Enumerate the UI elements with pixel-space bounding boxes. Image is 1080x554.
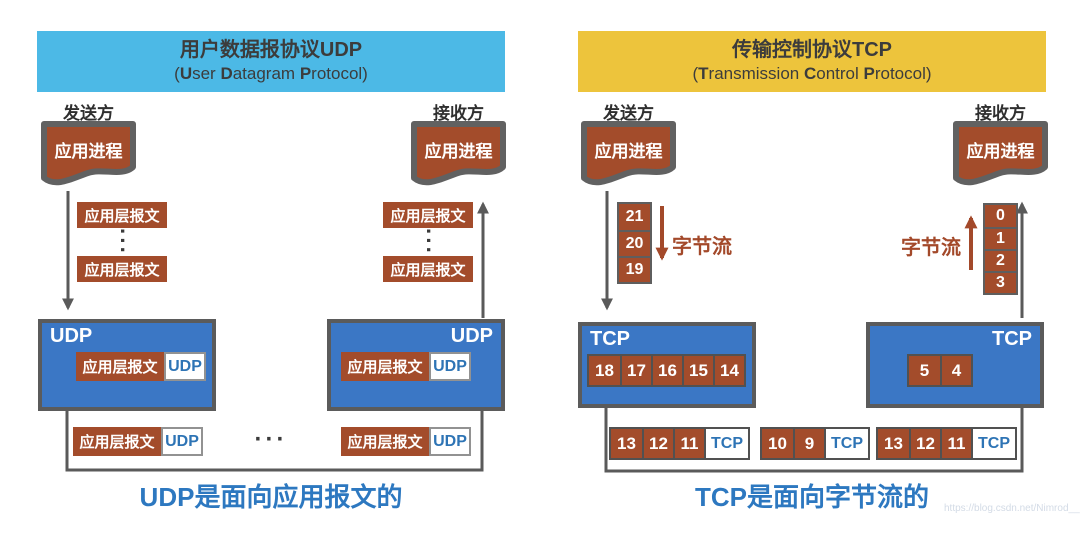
byte-cell: 12 (909, 429, 940, 458)
byte-cell: 4 (940, 356, 971, 385)
app-process-label: 应用进程 (966, 142, 1035, 161)
byte-cell: 0 (985, 205, 1016, 227)
tcp-segment-tag: TCP (971, 429, 1015, 458)
byte-cell: 18 (589, 356, 620, 385)
tcp-panel-label: TCP (590, 328, 630, 350)
udp-header: 用户数据报协议UDP (User Datagram Protocol) (37, 31, 505, 92)
app-process-shape (411, 121, 506, 186)
tcp-header-title: 传输控制协议TCP (732, 39, 892, 62)
byte-cell: 3 (985, 271, 1016, 293)
byte-cell: 14 (713, 356, 744, 385)
message-label: 应用层报文 (76, 352, 164, 381)
byte-cell: 10 (762, 429, 793, 458)
udp-tag: UDP (164, 352, 206, 381)
tcp-segment-tag: TCP (704, 429, 748, 458)
app-process-shape (41, 121, 136, 186)
byte-cell: 1 (985, 227, 1016, 249)
tcp-segment: 13 12 11 TCP (609, 427, 750, 460)
app-process-label: 应用进程 (424, 142, 493, 161)
app-process-shape (581, 121, 676, 186)
vertical-ellipsis: ··· (110, 228, 135, 256)
byte-cell: 19 (619, 256, 650, 282)
tcp-header: 传输控制协议TCP (Transmission Control Protocol… (578, 31, 1046, 92)
udp-caption: UDP是面向应用报文的 (139, 482, 403, 512)
tcp-segment: 13 12 11 TCP (876, 427, 1017, 460)
byte-cell: 5 (909, 356, 940, 385)
tcp-sender-app-process: 应用进程 (580, 120, 677, 192)
byte-cell: 17 (620, 356, 651, 385)
tcp-sender-label: 发送方 (603, 104, 654, 123)
udp-sender-message-1: 应用层报文 (77, 202, 167, 228)
byte-cell: 13 (878, 429, 909, 458)
udp-panel-label: UDP (50, 325, 93, 347)
tcp-sender-byte-stack: 21 20 19 (617, 202, 652, 284)
byte-cell: 16 (651, 356, 682, 385)
app-process-label: 应用进程 (54, 142, 123, 161)
udp-tag: UDP (429, 352, 471, 381)
tcp-receiver-buffer: 5 4 (907, 354, 973, 387)
udp-bottom-bus-line (65, 410, 484, 472)
byte-cell: 12 (642, 429, 673, 458)
message-label: 应用层报文 (341, 427, 429, 456)
byte-stream-label: 字节流 (672, 236, 732, 258)
udp-sender-message-2: 应用层报文 (77, 256, 167, 282)
udp-header-subtitle: (User Datagram Protocol) (174, 64, 368, 84)
udp-header-title: 用户数据报协议UDP (179, 39, 363, 62)
udp-datagram-unit: 应用层报文 UDP (341, 352, 471, 381)
watermark: https://blog.csdn.net/Nimrod__ (944, 503, 1080, 514)
message-label: 应用层报文 (341, 352, 429, 381)
tcp-panel-label: TCP (992, 328, 1032, 350)
udp-datagram-in-transit: 应用层报文 UDP (73, 427, 203, 456)
tcp-segment: 10 9 TCP (760, 427, 870, 460)
tcp-receiver-byte-stack: 0 1 2 3 (983, 203, 1018, 295)
udp-panel-label: UDP (450, 325, 493, 347)
app-process-shape (953, 121, 1048, 186)
udp-sender-app-process: 应用进程 (40, 120, 137, 192)
udp-datagram-unit: 应用层报文 UDP (76, 352, 206, 381)
byte-cell: 15 (682, 356, 713, 385)
tcp-header-subtitle: (Transmission Control Protocol) (692, 64, 932, 84)
tcp-receiver-app-process: 应用进程 (952, 120, 1049, 192)
udp-receiver-label: 接收方 (433, 104, 484, 123)
udp-sender-label: 发送方 (63, 104, 114, 123)
byte-cell: 2 (985, 249, 1016, 271)
byte-stream-label: 字节流 (901, 237, 961, 259)
byte-cell: 9 (793, 429, 824, 458)
byte-cell: 11 (940, 429, 971, 458)
app-process-label: 应用进程 (594, 142, 663, 161)
udp-receiver-message-2: 应用层报文 (383, 256, 473, 282)
tcp-segment-tag: TCP (824, 429, 868, 458)
byte-cell: 20 (619, 230, 650, 256)
udp-datagram-in-transit: 应用层报文 UDP (341, 427, 471, 456)
byte-cell: 21 (619, 204, 650, 230)
byte-cell: 13 (611, 429, 642, 458)
message-label: 应用层报文 (73, 427, 161, 456)
tcp-bottom-bus-line (604, 407, 1024, 473)
udp-tag: UDP (161, 427, 203, 456)
udp-receiver-message-1: 应用层报文 (383, 202, 473, 228)
vertical-ellipsis: ··· (416, 228, 441, 256)
tcp-sender-buffer: 18 17 16 15 14 (587, 354, 746, 387)
udp-tag: UDP (429, 427, 471, 456)
tcp-receiver-label: 接收方 (975, 104, 1026, 123)
horizontal-ellipsis: ··· (254, 426, 288, 453)
udp-receiver-app-process: 应用进程 (410, 120, 507, 192)
tcp-caption: TCP是面向字节流的 (694, 482, 929, 512)
byte-cell: 11 (673, 429, 704, 458)
